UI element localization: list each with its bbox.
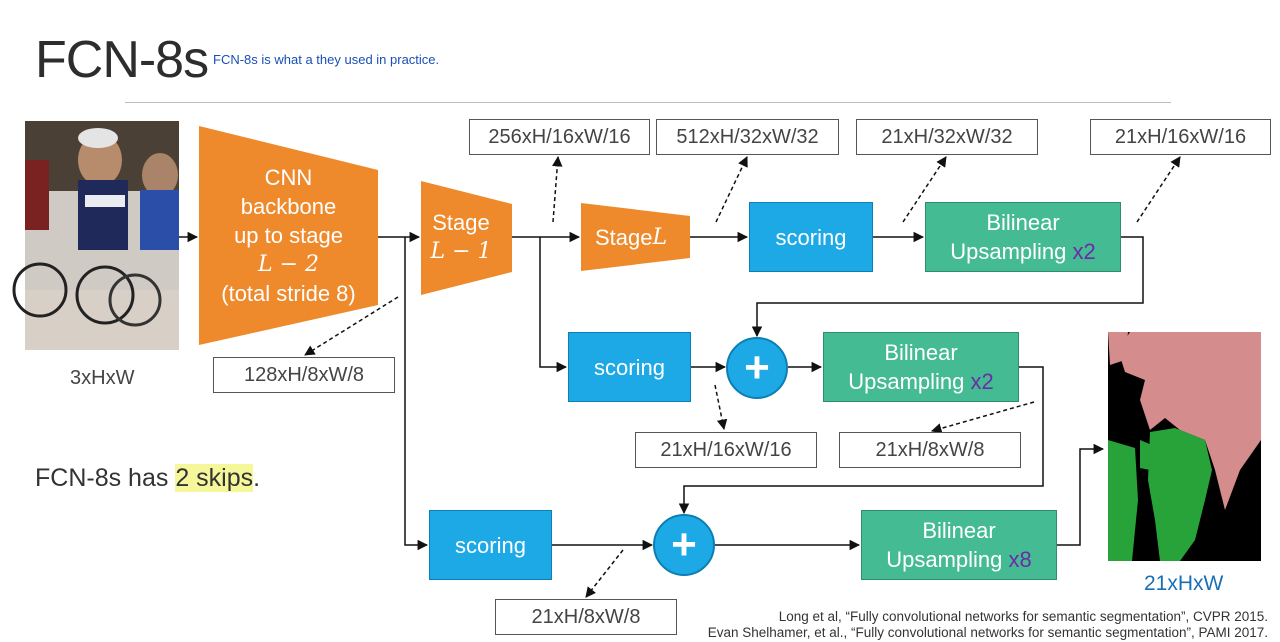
stage-l-label: Stage L [581, 222, 681, 252]
dim-upsample-2-output: 21xH/8xW/8 [839, 432, 1021, 468]
stage-l1-name: Stage [432, 210, 490, 235]
dim-scoring-1-output: 21xH/32xW/32 [856, 119, 1038, 155]
scoring-block-3: scoring [429, 510, 552, 580]
upsample-block-3-line2: Upsampling x8 [886, 547, 1032, 572]
skips-note-highlight: 2 skips [175, 464, 254, 492]
reference-2: Evan Shelhamer, et al., “Fully convoluti… [707, 625, 1268, 640]
dim-scoring-2-output: 21xH/16xW/16 [635, 432, 817, 468]
skips-note-suffix: . [253, 464, 261, 492]
stage-l-math: L [652, 224, 668, 250]
sum-node-2-label: + [671, 520, 697, 569]
upsample-block-3: Bilinear Upsampling x8 [861, 510, 1057, 580]
dim-upsample-1-output: 21xH/16xW/16 [1090, 119, 1271, 155]
slide-title: FCN-8s [35, 31, 209, 89]
upsample-factor-x2: x2 [1072, 239, 1096, 264]
backbone-line5: (total stride 8) [221, 280, 356, 306]
backbone-label: CNN backbone up to stage L − 2 (total st… [199, 160, 378, 310]
output-size-label: 21xHxW [1144, 572, 1224, 595]
backbone-line4: L − 2 [257, 251, 320, 277]
reference-1: Long et al, “Fully convolutional network… [778, 609, 1268, 624]
stage-l1-label: Stage L − 1 [421, 204, 501, 270]
stage-l1-shape [421, 181, 512, 295]
scoring-block-3-label: scoring [455, 532, 526, 558]
dim-stage-l-output: 512xH/32xW/32 [656, 119, 839, 155]
scoring-block-1-label: scoring [775, 224, 847, 250]
backbone-line2: backbone [240, 193, 337, 219]
output-segmentation-image [1108, 332, 1261, 561]
upsample-factor-x2: x2 [970, 369, 994, 394]
stage-l1-math: L − 1 [430, 239, 492, 264]
sum-node-1-label: + [744, 343, 770, 392]
upsample-block-1-line1: Bilinear [986, 210, 1060, 235]
upsample-block-2: Bilinear Upsampling x2 [823, 332, 1019, 402]
skips-note-prefix: FCN-8s has [35, 464, 176, 492]
dim-scoring-3-output: 21xH/8xW/8 [495, 599, 677, 635]
stage-l-shape [581, 203, 690, 271]
stage-l-name: Stage [594, 224, 653, 250]
skips-note: FCN-8s has 2 skips. [35, 464, 260, 493]
upsample-block-3-line1: Bilinear [922, 518, 996, 543]
scoring-block-2-label: scoring [594, 354, 665, 380]
title-divider [125, 102, 1171, 103]
slide-subtitle: FCN-8s is what a they used in practice. [213, 52, 440, 67]
dim-stage-l1-output: 256xH/16xW/16 [469, 119, 650, 155]
sum-node-1 [726, 337, 788, 399]
input-size-label: 3xHxW [70, 367, 135, 389]
upsample-block-2-line2: Upsampling x2 [848, 369, 994, 394]
dim-backbone-output: 128xH/8xW/8 [213, 357, 395, 393]
sum-node-2 [653, 514, 715, 576]
upsample-block-1: Bilinear Upsampling x2 [925, 202, 1121, 272]
backbone-line3: up to stage [234, 222, 343, 248]
scoring-block-1: scoring [749, 202, 873, 272]
upsample-block-1-line2: Upsampling x2 [950, 239, 1096, 264]
backbone-line1: CNN [264, 164, 313, 190]
upsample-factor-x8: x8 [1008, 547, 1032, 572]
upsample-block-2-line1: Bilinear [884, 340, 958, 365]
backbone-shape [199, 126, 378, 345]
scoring-block-2: scoring [568, 332, 691, 402]
input-image [12, 121, 179, 350]
